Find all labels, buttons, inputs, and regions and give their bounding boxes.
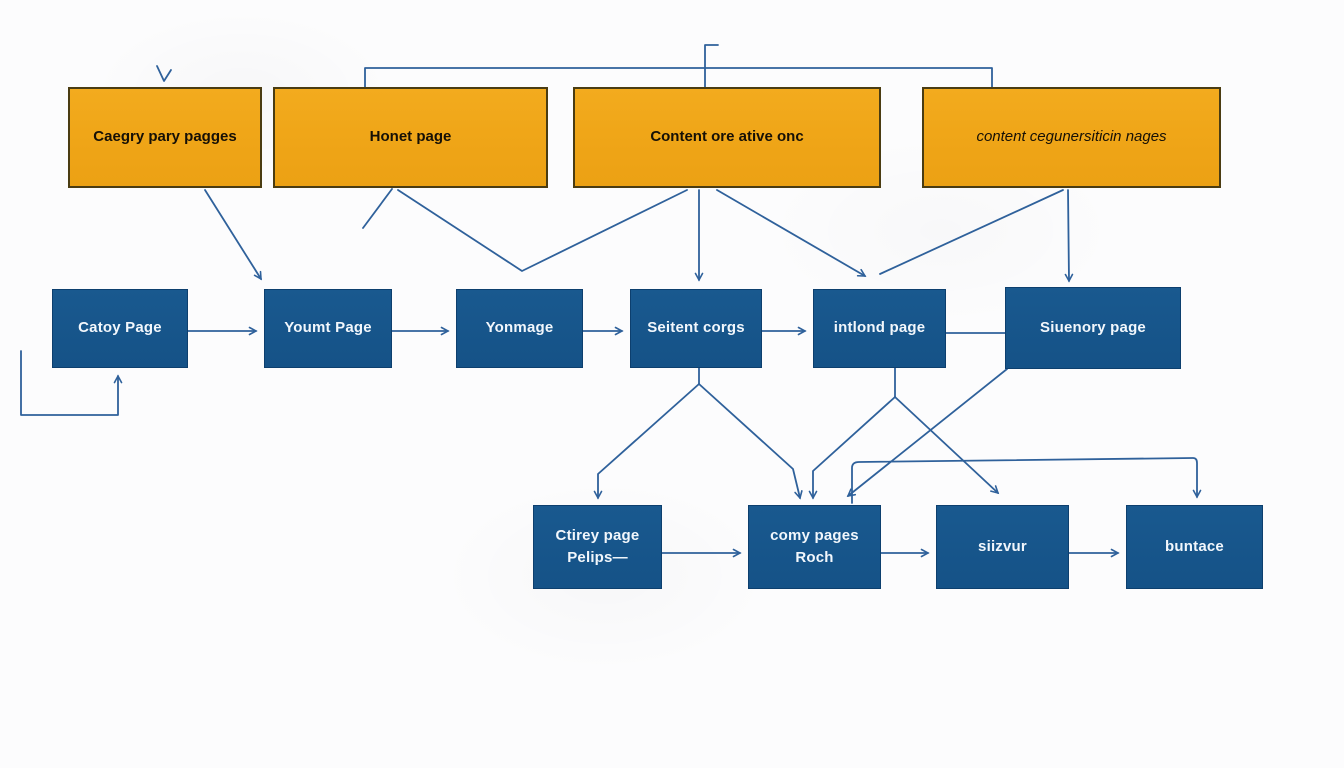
node-yonmage: Yonmage bbox=[456, 289, 583, 368]
node-siuenory-page: Siuenory page bbox=[1005, 287, 1181, 369]
node-catoy-page: Catoy Page bbox=[52, 289, 188, 368]
node-honet-page: Honet page bbox=[273, 87, 548, 188]
node-label: Catoy Page bbox=[78, 319, 162, 337]
node-caegry-pary-pagges: Caegry pary pagges bbox=[68, 87, 262, 188]
node-content-ore-ative-onc: Content ore ative onc bbox=[573, 87, 881, 188]
node-label: intlond page bbox=[833, 319, 926, 337]
node-label: Youmt Page bbox=[284, 319, 372, 337]
node-label: buntace bbox=[1165, 537, 1224, 555]
top-bracket-connector bbox=[364, 44, 993, 88]
node-siizvur: siizvur bbox=[936, 505, 1069, 589]
node-label: Ctirey page Pelips— bbox=[555, 526, 640, 567]
node-label: Caegry pary pagges bbox=[93, 128, 237, 146]
node-youmt-page: Youmt Page bbox=[264, 289, 392, 368]
node-label: Honet page bbox=[369, 128, 452, 146]
node-buntace: buntace bbox=[1126, 505, 1263, 589]
node-label: content cegunersiticin nages bbox=[976, 128, 1167, 146]
node-comy-pages-roch: comy pages Roch bbox=[748, 505, 881, 589]
node-content-cegunersiticin-nages: content cegunersiticin nages bbox=[922, 87, 1221, 188]
node-label: Siuenory page bbox=[1040, 318, 1146, 336]
node-label: comy pages Roch bbox=[770, 526, 859, 567]
node-label: siizvur bbox=[978, 537, 1027, 555]
stray-arrow-glyph bbox=[156, 65, 172, 82]
node-ctirey-page-pelips: Ctirey page Pelips— bbox=[533, 505, 662, 589]
node-intlond-page: intlond page bbox=[813, 289, 946, 368]
node-label: Yonmage bbox=[485, 319, 554, 337]
node-seitent-corgs: Seitent corgs bbox=[630, 289, 762, 368]
top-to-middle-connectors bbox=[204, 188, 1074, 283]
middle-to-bottom-connectors bbox=[593, 367, 1202, 504]
node-label: Content ore ative onc bbox=[650, 128, 804, 146]
node-label: Seitent corgs bbox=[647, 319, 745, 337]
